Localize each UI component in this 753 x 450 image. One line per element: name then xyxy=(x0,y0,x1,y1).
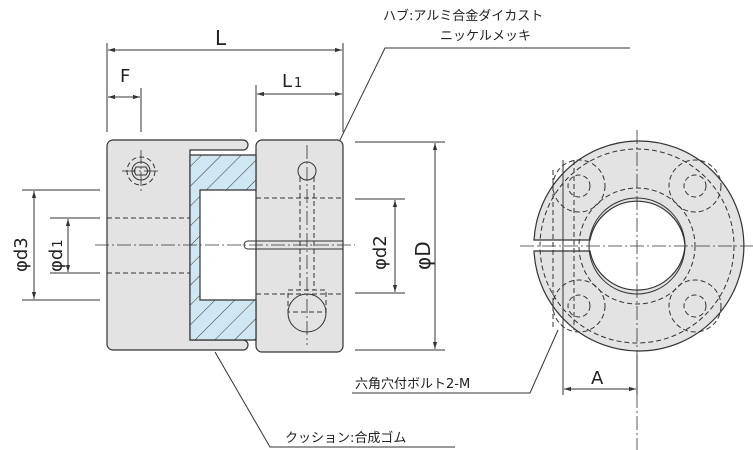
bolt-label: 六角穴付ボルト2-M xyxy=(355,377,470,392)
left-hub xyxy=(106,139,249,351)
dim-d2: φd2 xyxy=(370,235,391,270)
dim-F: F xyxy=(120,66,130,87)
dim-L: L xyxy=(215,26,227,50)
hub-material-label: ハブ:アルミ合金ダイカスト xyxy=(383,8,543,24)
dim-d3: φd3 xyxy=(11,237,32,272)
dim-d1: φd1 xyxy=(46,239,67,272)
leaders: ハブ:アルミ合金ダイカスト ニッケルメッキ 六角穴付ボルト2-M クッション:合… xyxy=(214,8,630,448)
hub-finish-label: ニッケルメッキ xyxy=(440,29,531,44)
dim-D: φD xyxy=(411,241,435,270)
end-view xyxy=(520,130,753,450)
cushion-label: クッション:合成ゴム xyxy=(285,430,406,446)
side-view xyxy=(95,139,355,353)
bolt-holes xyxy=(552,159,722,333)
dim-A: A xyxy=(591,368,604,389)
